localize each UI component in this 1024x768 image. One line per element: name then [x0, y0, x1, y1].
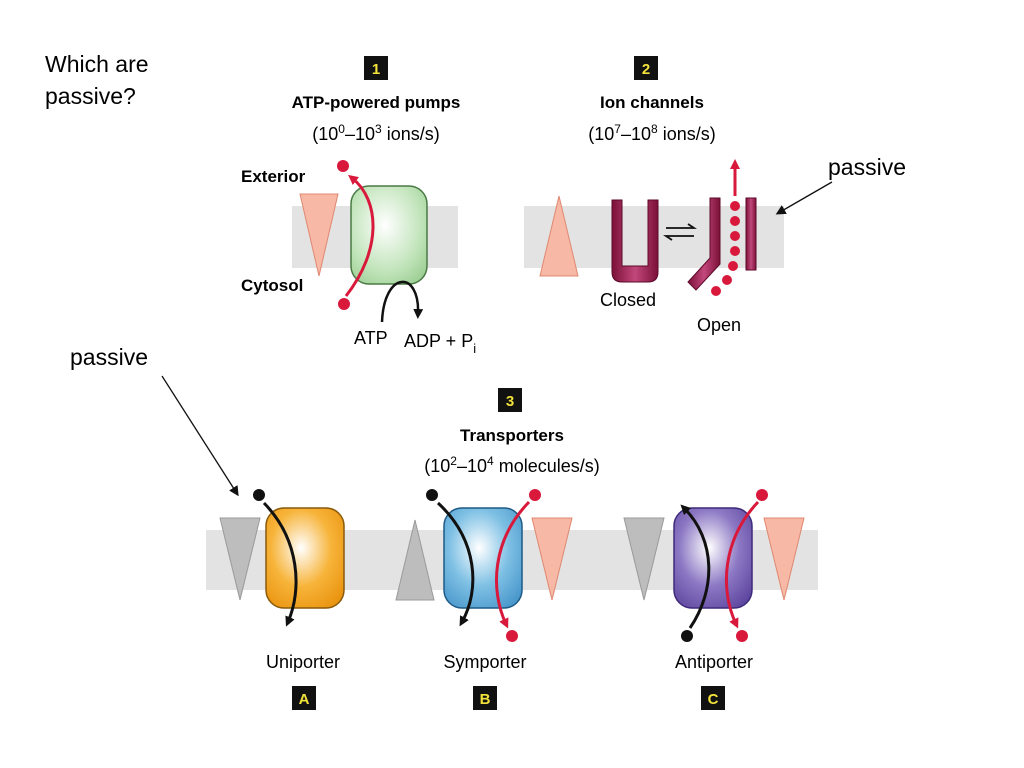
- antiporter-label: Antiporter: [675, 652, 753, 672]
- symporter-gradient-gray: [395, 519, 435, 601]
- antiporter-gradient-gray: [623, 517, 665, 601]
- panel-ion-channels: 2 Ion channels (107–108 ions/s) Closed O…: [524, 56, 784, 335]
- antiporter-solute-dot: [681, 630, 693, 642]
- open-channel-right: [745, 197, 757, 271]
- symporter-black-arrow: [436, 501, 475, 627]
- ion-dot-bottom: [338, 298, 350, 310]
- closed-label: Closed: [600, 290, 656, 310]
- badge-1: [364, 56, 388, 80]
- badge-2: [634, 56, 658, 80]
- channel-ion: [730, 246, 740, 256]
- panel3-title: Transporters: [460, 426, 564, 445]
- cytosol-label: Cytosol: [241, 276, 303, 295]
- atp-hydrolysis-arrow: [380, 280, 424, 323]
- badge-3: [498, 388, 522, 412]
- channel-ion: [730, 201, 740, 211]
- panel1-title: ATP-powered pumps: [292, 93, 461, 112]
- gradient-triangle-2: [539, 195, 579, 277]
- adp-label: ADP + Pi: [404, 331, 476, 356]
- gradient-triangle-1: [299, 193, 339, 277]
- uniporter-arrow: [262, 501, 298, 627]
- channel-ion: [711, 286, 721, 296]
- pump-ion-arrow: [344, 174, 375, 297]
- equilibrium-arrow-forward: [666, 223, 697, 229]
- badge-1-label: 1: [372, 61, 380, 78]
- channel-ion: [730, 231, 740, 241]
- badge-a-label: A: [299, 691, 310, 708]
- panel1-rate: (100–103 ions/s): [312, 122, 439, 144]
- ion-dot-top: [337, 160, 349, 172]
- badge-c: [701, 686, 725, 710]
- antiporter-black-arrow: [680, 504, 711, 629]
- panel2-rate: (107–108 ions/s): [588, 122, 715, 144]
- passive-pointer-right: [775, 181, 833, 215]
- exterior-label: Exterior: [241, 167, 306, 186]
- atp-label: ATP: [354, 328, 388, 348]
- uniporter-gradient-triangle: [219, 517, 261, 601]
- passive-pointer-left: [161, 375, 239, 497]
- uniporter: [265, 507, 345, 609]
- badge-c-label: C: [708, 691, 719, 708]
- panel2-title: Ion channels: [600, 93, 704, 112]
- symporter-red-arrow: [495, 500, 531, 629]
- channel-ion: [730, 216, 740, 226]
- panel-transporters: 3 Transporters (102–104 molecules/s) Uni…: [206, 388, 818, 710]
- uniporter-label: Uniporter: [266, 652, 340, 672]
- antiporter-red-arrow: [725, 500, 760, 629]
- closed-channel: [611, 199, 659, 283]
- uniporter-solute-dot: [253, 489, 265, 501]
- open-label: Open: [697, 315, 741, 335]
- antiporter-ion-top: [756, 489, 768, 501]
- passive-annotation-left: passive: [70, 344, 148, 370]
- symporter-ion-top: [529, 489, 541, 501]
- symporter-ion-bottom: [506, 630, 518, 642]
- badge-b-label: B: [480, 691, 491, 708]
- symporter: [443, 507, 523, 609]
- symporter-label: Symporter: [443, 652, 526, 672]
- panel3-rate: (102–104 molecules/s): [424, 454, 599, 476]
- question-line-1: Which are: [45, 51, 149, 77]
- antiporter-ion-bottom: [736, 630, 748, 642]
- badge-3-label: 3: [506, 393, 514, 410]
- open-channel-left: [687, 197, 721, 291]
- antiporter-gradient-salmon: [763, 517, 805, 601]
- passive-annotation-right: passive: [828, 154, 906, 180]
- symporter-gradient-salmon: [531, 517, 573, 601]
- question-line-2: passive?: [45, 83, 136, 109]
- equilibrium-arrow-back: [663, 235, 694, 241]
- antiporter: [673, 507, 753, 609]
- badge-2-label: 2: [642, 61, 650, 78]
- channel-ion: [722, 275, 732, 285]
- panel-atp-pumps: 1 ATP-powered pumps (100–103 ions/s) Ext…: [241, 56, 476, 356]
- channel-ion: [728, 261, 738, 271]
- symporter-solute-dot: [426, 489, 438, 501]
- badge-b: [473, 686, 497, 710]
- badge-a: [292, 686, 316, 710]
